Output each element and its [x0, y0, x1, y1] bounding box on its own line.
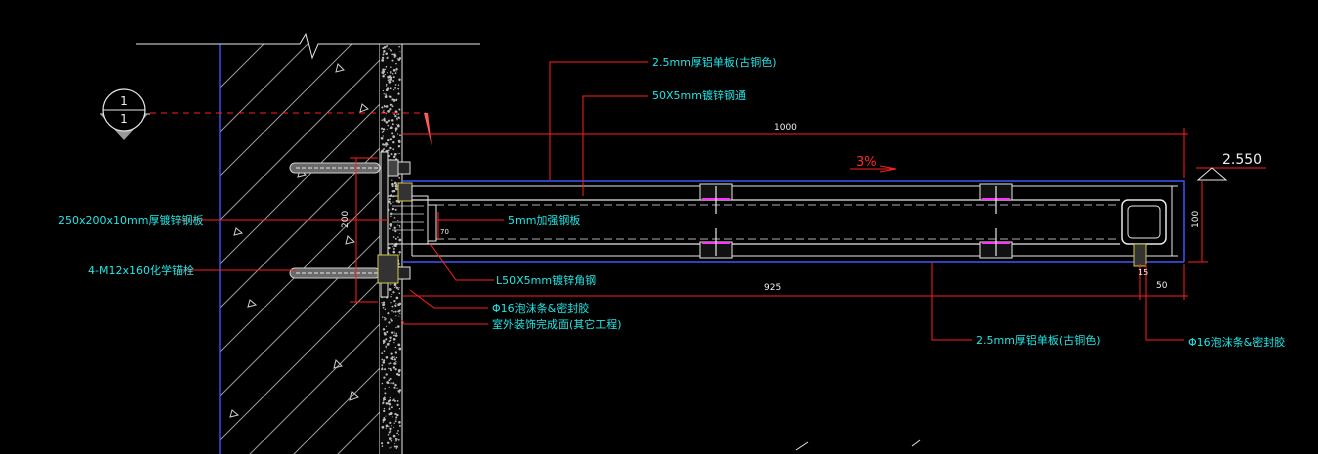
dimension-texts: 1000 925 200 100 70 15 50 — [341, 123, 1201, 293]
dim-plate-height: 200 — [341, 211, 351, 228]
dim-overall-length: 1000 — [774, 123, 797, 133]
dim-height-right: 100 — [1191, 211, 1201, 228]
slope-text: 3% — [856, 155, 877, 170]
elevation-marker: 2.550 — [1196, 152, 1266, 181]
dim-inner-length: 925 — [764, 283, 781, 293]
leader-lines — [178, 61, 1184, 341]
elevation-text: 2.550 — [1222, 152, 1262, 168]
label-embed-plate: 250x200x10mm厚镀锌钢板 — [58, 213, 203, 227]
bracket-2-bottom — [979, 228, 1013, 259]
label-anchor-bolt: 4-M12x160化学锚栓 — [88, 263, 194, 277]
label-wall-finish: 室外装饰完成面(其它工程) — [492, 317, 622, 331]
label-aluminum-top: 2.5mm厚铝单板(古铜色) — [652, 55, 777, 69]
label-aluminum-bottom: 2.5mm厚铝单板(古铜色) — [976, 333, 1101, 347]
embed-plate — [377, 151, 437, 298]
annotation-labels: 2.5mm厚铝单板(古铜色) 50X5mm镀锌钢通 250x200x10mm厚镀… — [58, 55, 1285, 349]
ground-fragments — [795, 439, 921, 451]
dim-end-offset: 50 — [1156, 281, 1168, 291]
bracket-2-top — [979, 183, 1013, 214]
label-steel-tube: 50X5mm镀锌钢通 — [652, 88, 746, 102]
section-marker-bottom: 1 — [120, 112, 128, 126]
slope-indicator: 3% — [850, 155, 897, 173]
section-marker-top: 1 — [120, 94, 128, 108]
bracket-1-top — [699, 183, 733, 214]
dim-small-gap: 70 — [440, 228, 449, 236]
panel-brackets — [699, 183, 1013, 259]
label-foam-rod-right: Φ16泡沫条&密封胶 — [1188, 335, 1285, 349]
section-marker: 1 1 — [100, 88, 432, 146]
anchor-bolt-top — [289, 159, 411, 177]
concrete-wall — [219, 44, 381, 454]
bracket-1-bottom — [699, 228, 733, 259]
canopy-panel — [402, 180, 1185, 267]
label-stiffener: 5mm加强钢板 — [508, 213, 580, 227]
dim-drip-width: 15 — [1138, 268, 1148, 277]
label-foam-rod-left: Φ16泡沫条&密封胶 — [492, 301, 589, 315]
dimension-lines — [350, 128, 1208, 303]
break-line — [136, 32, 480, 60]
label-angle-steel: L50X5mm镀锌角钢 — [496, 273, 596, 287]
